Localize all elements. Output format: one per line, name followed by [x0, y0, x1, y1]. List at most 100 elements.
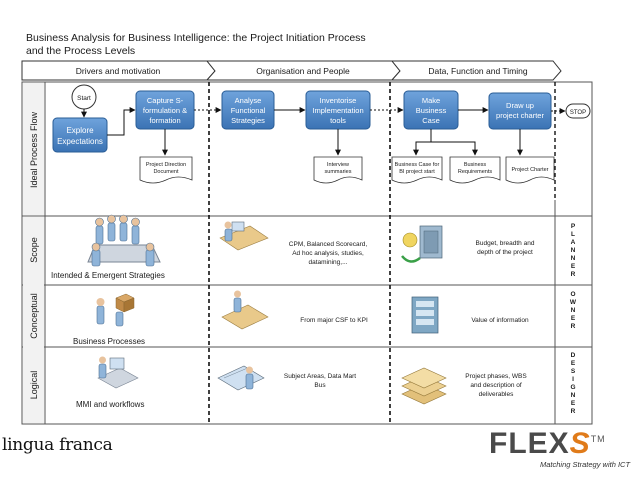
phase-label-data: Data, Function and Timing	[428, 66, 527, 76]
logical-left-label: MMI and workflows	[76, 400, 144, 409]
planner-letter: R	[571, 271, 576, 278]
designer-letter: E	[571, 400, 576, 407]
flow-arrows	[81, 107, 566, 156]
scope-mid-line-1: CPM, Balanced Scorecard,	[289, 241, 368, 248]
logo-tagline: Matching Strategy with ICT	[540, 460, 631, 469]
logical-right-line-2: and description of	[470, 382, 522, 389]
scope-mid-line-2: Ad hoc analysis, studies,	[292, 250, 364, 257]
title-area	[22, 26, 592, 58]
meeting-people-icon	[87, 214, 161, 267]
planner-letter: L	[571, 231, 575, 238]
stop-node	[565, 103, 591, 119]
scope-left-label: Intended & Emergent Strategies	[51, 271, 165, 280]
capture-line-3: formation	[149, 116, 180, 125]
workstation-icon	[97, 356, 139, 389]
doc-interview-summaries: Interview summaries	[313, 156, 363, 184]
concept-right-label: Value of information	[471, 317, 529, 324]
process-inventorise-tools: Inventorise Implementation tools	[305, 90, 371, 130]
logical-right-line-1: Project phases, WBS	[465, 373, 527, 380]
owner-letter: R	[571, 323, 576, 330]
planner-letter: N	[571, 255, 576, 262]
process-analyse-strategies: Analyse Functional Strategies	[221, 90, 275, 130]
doc-bcase-line-2: BI project start	[399, 169, 435, 175]
process-draw-charter: Draw up project charter	[488, 92, 552, 130]
doc-project-direction: Project Direction Document	[139, 156, 193, 184]
row-label-ideal: Ideal Process Flow	[29, 111, 39, 188]
owner-letter: N	[571, 307, 576, 314]
explore-line-2: Expectations	[57, 137, 103, 146]
designer-letter: I	[572, 376, 574, 383]
stacked-documents-icon	[401, 367, 447, 405]
safe-money-icon	[401, 225, 443, 263]
makecase-line-2: Business	[416, 106, 447, 115]
concept-left-label: Business Processes	[73, 337, 145, 346]
phase-label-drivers: Drivers and motivation	[76, 66, 161, 76]
planner-letter: P	[571, 223, 576, 230]
planner-letter: E	[571, 263, 576, 270]
phase-header: Drivers and motivation Organisation and …	[21, 60, 562, 81]
owner-letter: E	[571, 315, 576, 322]
analyse-line-1: Analyse	[235, 96, 262, 105]
capture-line-1: Capture S-	[147, 96, 184, 105]
planner-letter: A	[571, 239, 576, 246]
role-owner: O W N E R	[570, 291, 577, 330]
server-rack-icon	[411, 296, 439, 334]
blueprint-designer-icon	[217, 365, 265, 391]
designer-letter: R	[571, 408, 576, 415]
doc-business-case: Business Case for BI project start	[391, 156, 443, 184]
grid-frame	[21, 81, 593, 425]
makecase-line-1: Make	[422, 96, 440, 105]
charter-line-1: Draw up	[506, 101, 534, 110]
designer-letter: S	[571, 368, 576, 375]
doc-project-charter: Project Charter	[505, 156, 555, 184]
inventorise-line-1: Inventorise	[320, 96, 357, 105]
doc-req-line-2: Requirements	[458, 169, 492, 175]
analyse-line-3: Strategies	[231, 116, 265, 125]
scope-mid-line-3: datamining,...	[308, 259, 347, 266]
analyse-line-2: Functional	[231, 106, 266, 115]
doc-bcase-line-1: Business Case for	[395, 162, 440, 168]
lingua-franca-logo: lingua franca	[2, 435, 113, 455]
concept-mid-label: From major CSF to KPI	[300, 317, 368, 324]
title-line-1: Business Analysis for Business Intellige…	[26, 32, 366, 44]
planner-letter: N	[571, 247, 576, 254]
explore-line-1: Explore	[66, 126, 94, 135]
designer-letter: N	[571, 392, 576, 399]
phase-chevron-data	[390, 60, 562, 81]
row-label-scope: Scope	[29, 237, 39, 263]
doc-business-requirements: Business Requirements	[449, 156, 501, 184]
logical-mid-line-1: Subject Areas, Data Mart	[284, 373, 356, 380]
scope-right-line-1: Budget, breadth and	[476, 240, 535, 247]
person-box-icon	[96, 293, 135, 327]
row-label-conceptual: Conceptual	[29, 293, 39, 339]
process-make-business-case: Make Business Case	[403, 90, 459, 130]
stop-label: STOP	[570, 110, 586, 116]
owner-letter: O	[570, 291, 575, 298]
scope-right-line-2: depth of the project	[477, 249, 533, 256]
logical-mid-line-2: Bus	[314, 382, 326, 389]
process-capture-formulation: Capture S- formulation & formation	[135, 90, 195, 130]
desk-worker-icon	[221, 290, 269, 330]
logo-prefix: FLEX	[489, 427, 570, 460]
doc-charter-line-1: Project Charter	[512, 167, 549, 173]
start-label: Start	[77, 95, 91, 102]
row-label-logical: Logical	[29, 371, 39, 400]
logo-trademark: TM	[590, 434, 606, 444]
capture-line-2: formulation &	[143, 106, 187, 115]
designer-letter: G	[570, 384, 575, 391]
logo-suffix: S	[569, 427, 591, 460]
role-planner: P L A N N E R	[571, 223, 576, 278]
phase-label-organisation: Organisation and People	[256, 66, 350, 76]
process-explore-expectations: Explore Expectations	[52, 117, 108, 153]
analyst-desk-icon	[219, 221, 269, 251]
doc-req-line-1: Business	[464, 162, 487, 168]
title-line-2: and the Process Levels	[26, 45, 135, 57]
flexis-logo: FLEXSTM	[489, 427, 606, 461]
inventorise-line-2: Implementation	[312, 106, 363, 115]
doc-direction-line-2: Document	[153, 169, 179, 175]
role-designer: D E S I G N E R	[570, 352, 575, 415]
makecase-line-3: Case	[422, 116, 440, 125]
designer-letter: E	[571, 360, 576, 367]
designer-letter: D	[571, 352, 576, 359]
